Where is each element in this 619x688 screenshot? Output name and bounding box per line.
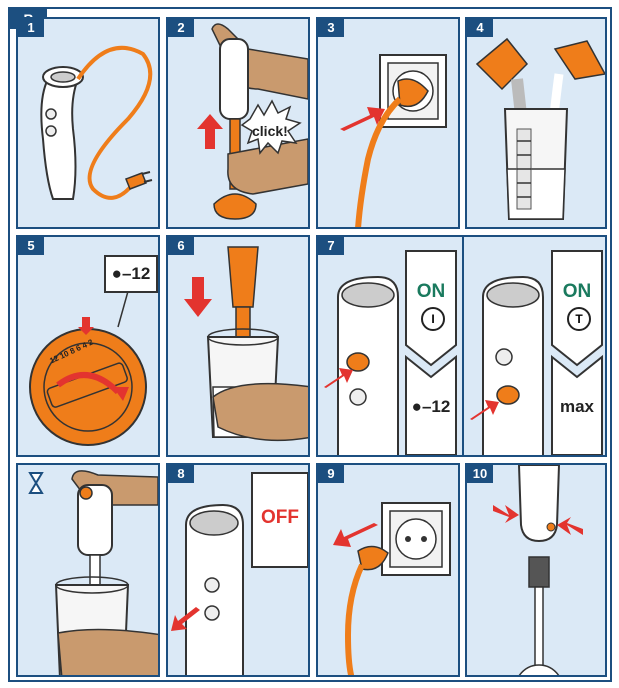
speed-setting-label: ●–12 <box>104 255 158 293</box>
red-arrow-down-icon <box>184 277 212 317</box>
attach-blender-foot-illustration <box>197 23 308 220</box>
panel-step-5: 5 ●–12 12 10 8 6 4 2 <box>16 235 160 457</box>
panel-step-3: 3 <box>316 17 460 229</box>
hand-blender-with-cord-illustration <box>40 45 153 200</box>
red-arrow-up-icon <box>197 114 223 149</box>
on-button-turbo <box>349 388 367 406</box>
step-number: 2 <box>168 19 194 37</box>
step-number: 4 <box>467 19 493 37</box>
panel-step-6: 6 <box>166 235 310 457</box>
switch-on-illustration <box>324 237 603 455</box>
panel-step-8: 8 OFF <box>166 463 310 677</box>
panel-step-4: 4 <box>465 17 607 229</box>
step-number: 10 <box>467 465 493 483</box>
step-number: 7 <box>318 237 344 255</box>
power-plug-icon <box>397 78 429 108</box>
off-label: OFF <box>261 507 299 528</box>
power-plug-icon <box>357 545 389 571</box>
blending-illustration <box>28 470 158 675</box>
on-label-normal: ON <box>416 281 446 302</box>
on-label-turbo: ON <box>562 281 592 302</box>
red-arrow-down-icon <box>78 317 94 335</box>
detach-blender-foot-illustration <box>493 465 583 675</box>
step-number: 5 <box>18 237 44 255</box>
red-arrow-icon <box>171 607 200 631</box>
switch-off-illustration <box>171 472 308 675</box>
step-number: 9 <box>318 465 344 483</box>
red-arrow-icon <box>324 368 353 388</box>
panel-step-1: 1 <box>16 17 160 229</box>
immerse-blender-illustration <box>184 246 308 442</box>
speed-dial-illustration <box>29 276 147 446</box>
panel-step-9: 9 <box>316 463 460 677</box>
hourglass-icon <box>28 472 44 494</box>
panel-step-10: 10 <box>465 463 607 677</box>
panel-step-7: 7 ON I ●–12 ON T max <box>316 235 607 457</box>
instruction-sheet: B 1 2 click! 3 <box>8 7 612 682</box>
step-number: 3 <box>318 19 344 37</box>
on-button-normal <box>346 352 370 372</box>
step-number: 6 <box>168 237 194 255</box>
red-arrow-icon <box>340 107 385 131</box>
plug-into-socket-illustration <box>340 54 447 227</box>
red-arrow-icon <box>557 517 583 535</box>
fill-beaker-illustration <box>475 37 605 220</box>
panel-step-2: 2 click! <box>166 17 310 229</box>
red-arrow-icon <box>470 400 499 420</box>
symbol-normal: I <box>421 307 445 331</box>
red-arrow-icon <box>493 505 519 523</box>
speed-label: ●–12 <box>411 397 451 416</box>
speed-setting-text: ●–12 <box>111 264 151 283</box>
step-number: 8 <box>168 465 194 483</box>
unplug-illustration <box>333 502 451 675</box>
symbol-turbo: T <box>567 307 591 331</box>
panel-step-wait <box>16 463 160 677</box>
red-arrow-icon <box>333 523 378 547</box>
step-number: 1 <box>18 19 44 37</box>
max-label: max <box>559 397 595 416</box>
click-callout: click! <box>252 123 288 139</box>
